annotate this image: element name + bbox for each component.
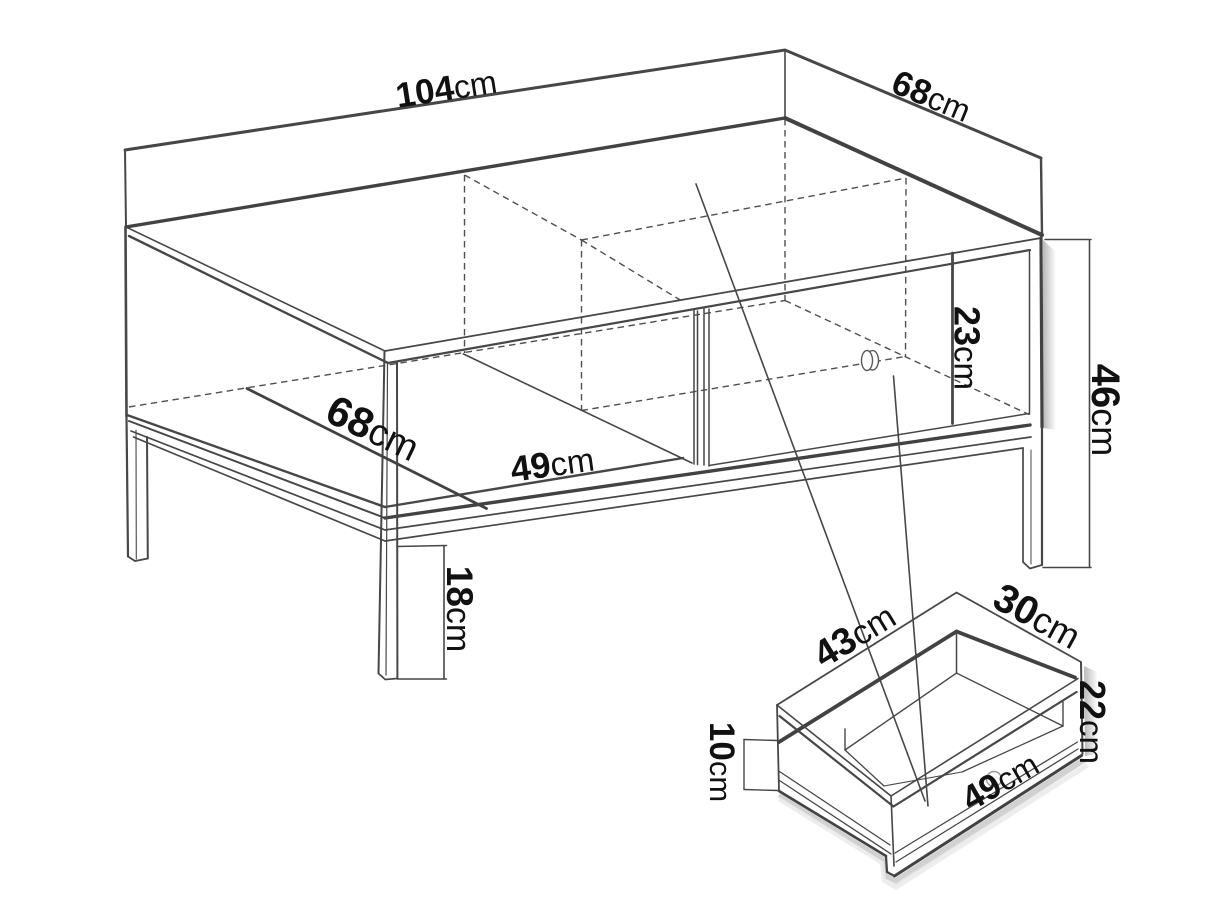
svg-text:10cm: 10cm xyxy=(702,722,741,802)
svg-text:18cm: 18cm xyxy=(439,566,480,652)
svg-text:49cm: 49cm xyxy=(508,437,597,489)
svg-text:22cm: 22cm xyxy=(1072,680,1113,764)
svg-text:46cm: 46cm xyxy=(1083,364,1127,457)
svg-text:23cm: 23cm xyxy=(947,306,988,390)
svg-text:104cm: 104cm xyxy=(393,62,500,116)
